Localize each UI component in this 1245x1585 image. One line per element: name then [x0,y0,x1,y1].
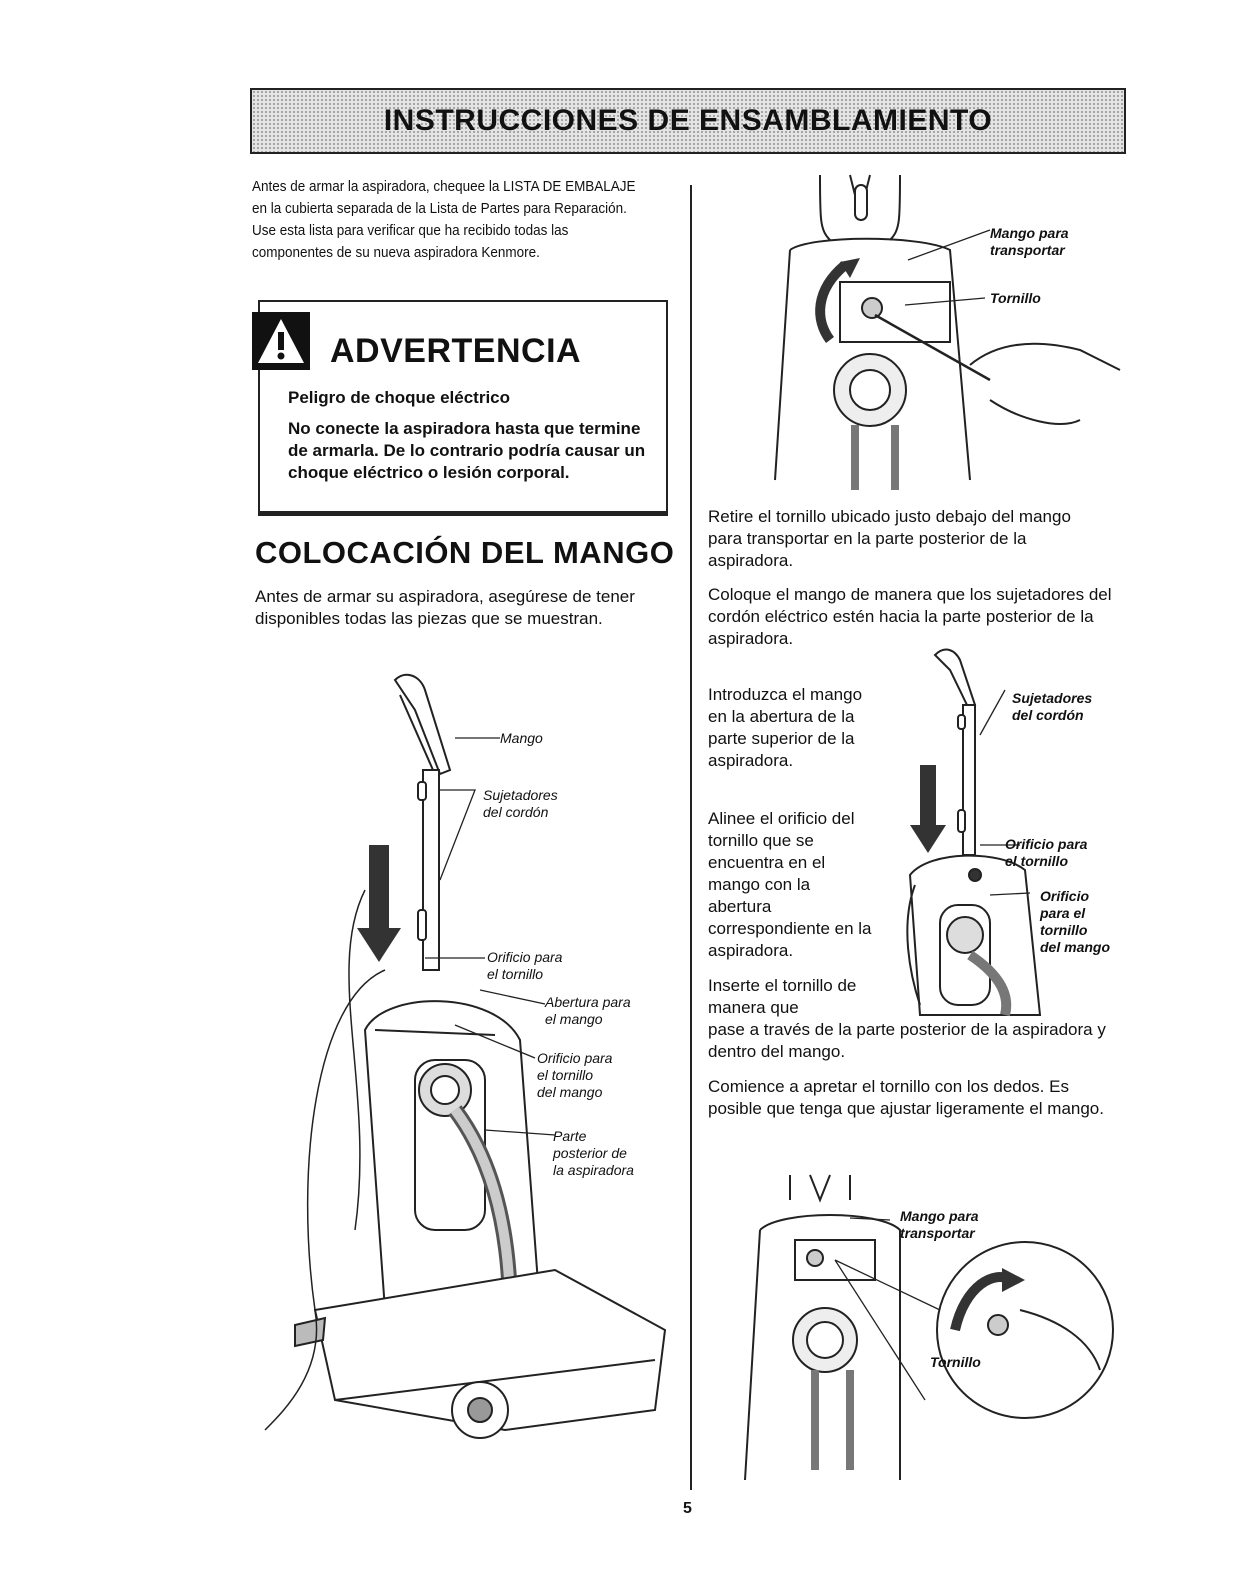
column-divider [690,185,692,1490]
paragraph-insert-handle: Introduzca el mango en la abertura de la… [708,685,863,770]
paragraph-remove-screw: Retire el tornillo ubicado justo debajo … [708,507,1071,570]
label-sujetadores: Sujetadores del cordón [483,787,558,820]
label-tornillo-top: Tornillo [990,290,1041,306]
vacuum-assembly-illustration [264,673,667,1439]
page-number: 5 [683,1500,692,1517]
label-mango: Mango [500,730,543,746]
paragraph-insert-screw: Inserte el tornillo de manera que [708,976,857,1017]
paragraph-tighten-screw: Comience a apretar el tornillo con los d… [708,1077,1104,1118]
screw-removal-illustration [774,174,1121,490]
paragraph-align-hole: Alinee el orificio del tornillo que se e… [708,809,872,960]
warning-box: ADVERTENCIA Peligro de choque eléctrico … [252,300,668,516]
label-tornillo-bottom: Tornillo [930,1354,981,1370]
screw-tightening-illustration [744,1174,1114,1481]
label-mango-transportar-bottom: Mango para transportar [900,1208,979,1241]
label-parte-posterior: Parte posterior de la aspiradora [553,1128,634,1178]
label-abertura: Abertura para el mango [545,994,631,1027]
label-orificio-mid: Orificio para el tornillo [1005,836,1088,869]
warning-title: ADVERTENCIA [330,332,582,370]
label-orificio-mango: Orificio para el tornillo del mango [537,1050,613,1100]
warning-subtitle: Peligro de choque eléctrico [288,388,511,407]
warning-icon [252,312,310,370]
label-orificio-mango-mid: Orificio para el tornillo del mango [1040,888,1111,955]
section-intro: Antes de armar su aspiradora, asegúrese … [255,587,635,628]
paragraph-insert-screw-cont: pase a través de la parte posterior de l… [708,1020,1106,1061]
intro-paragraph: Antes de armar la aspiradora, chequee la… [252,179,636,261]
label-mango-transportar-top: Mango para transportar [990,225,1069,258]
handle-insertion-illustration [906,648,1042,1017]
label-orificio: Orificio para el tornillo [487,949,563,982]
page-banner: INSTRUCCIONES DE ENSAMBLAMIENTO [250,88,1126,154]
paragraph-place-handle: Coloque el mango de manera que los sujet… [708,585,1112,648]
warning-body: No conecte la aspiradora hasta que termi… [288,419,646,482]
banner-title: INSTRUCCIONES DE ENSAMBLAMIENTO [383,104,993,137]
section-title: COLOCACIÓN DEL MANGO [255,535,675,570]
label-sujetadores-mid: Sujetadores del cordón [1012,690,1093,723]
